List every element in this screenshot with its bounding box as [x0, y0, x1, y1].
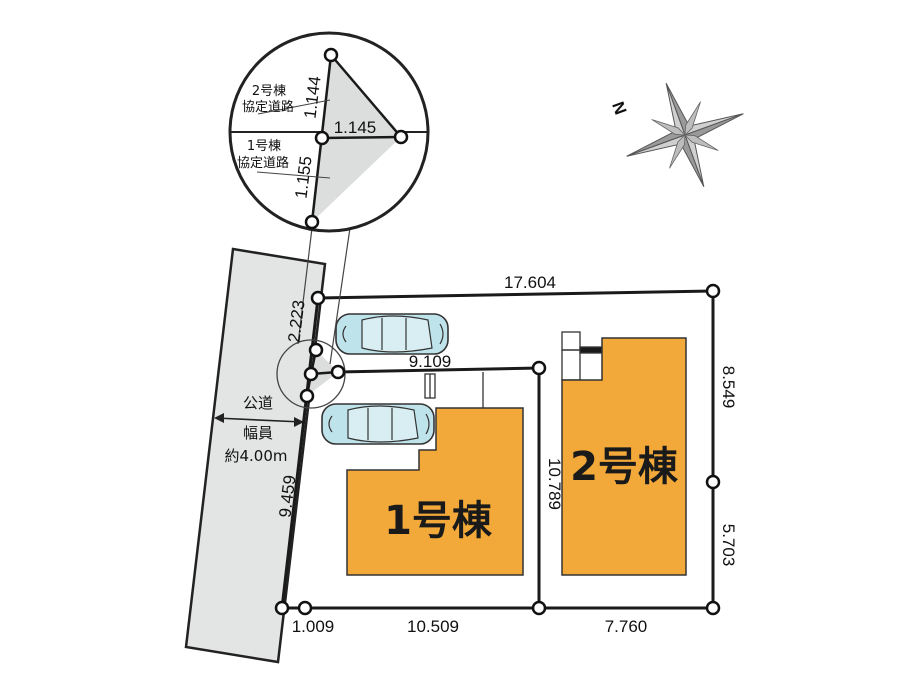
north-label: N: [608, 99, 630, 117]
house-1: [346, 407, 524, 576]
fence-marks: [424, 331, 603, 408]
detail-leader-lines: [297, 227, 351, 365]
road-label-line3: 約4.00m: [224, 447, 287, 465]
detail-circle-marker: [276, 339, 346, 409]
dim-top: 17.604: [504, 273, 556, 292]
detail-view: [228, 31, 430, 233]
compass-rose-icon: [626, 83, 744, 187]
survey-points: [274, 283, 721, 616]
car-upper: [335, 313, 449, 355]
road-label-line1: 公道: [243, 394, 273, 412]
dim-middle-vertical: 10.789: [545, 458, 564, 510]
house-2-label: 2号棟: [570, 444, 679, 490]
dim-right-lower: 5.703: [719, 524, 738, 567]
dim-bottom-mid: 10.509: [407, 617, 459, 636]
dim-inner: 9.109: [409, 352, 452, 371]
house-1-label: 1号棟: [384, 498, 493, 544]
dim-right-upper: 8.549: [719, 366, 738, 409]
detail-label1-line1: 1号棟: [247, 139, 281, 154]
detail-label2-line2: 協定道路: [242, 99, 294, 115]
detail-dim-center: 1.145: [334, 118, 377, 137]
detail-label1-line2: 協定道路: [237, 155, 289, 171]
public-road: [184, 247, 327, 664]
dim-bottom-left: 1.009: [292, 617, 335, 636]
detail-label2-line1: 2号棟: [252, 84, 286, 99]
dim-bottom-right: 7.760: [605, 617, 648, 636]
road-label-line2: 幅員: [243, 424, 273, 442]
house-2: [561, 337, 687, 576]
car-lower: [321, 403, 435, 445]
road-width-arrow: [214, 413, 304, 427]
